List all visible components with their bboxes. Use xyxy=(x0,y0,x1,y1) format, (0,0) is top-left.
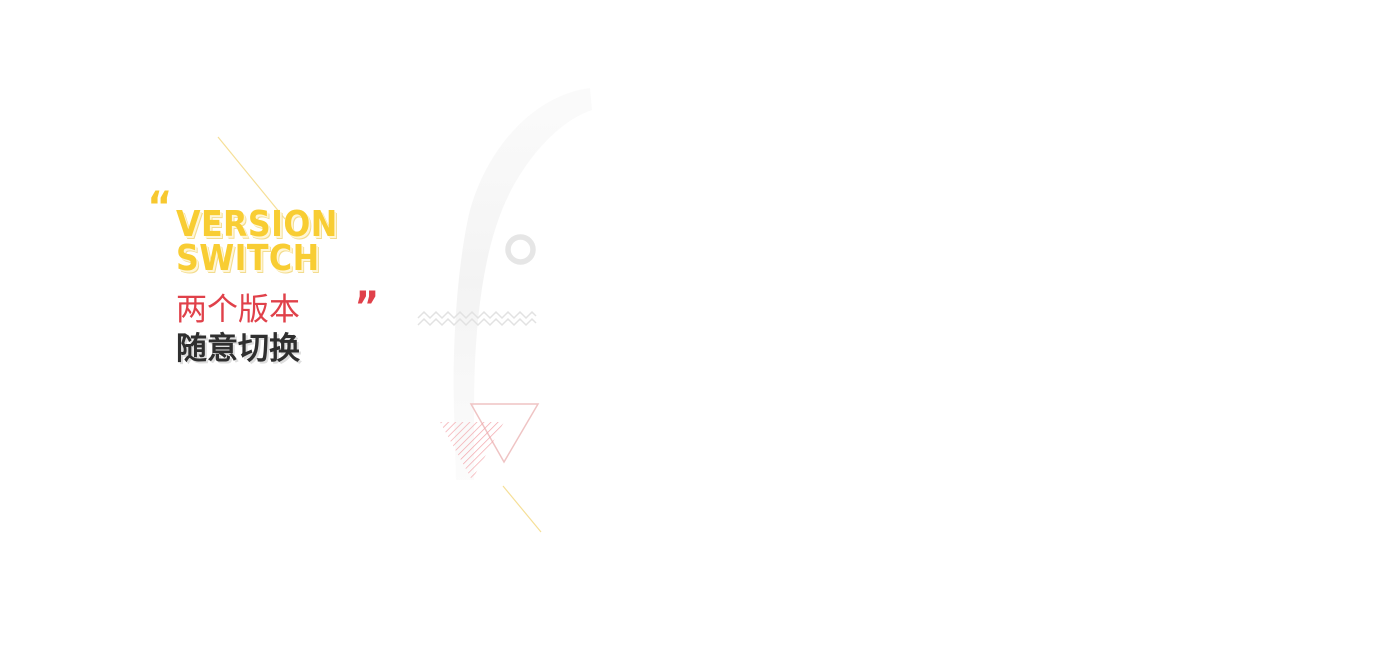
subtitle-two-versions: 两个版本 xyxy=(176,292,300,328)
headline-line-1: VERSION xyxy=(176,204,338,245)
headline-line-2: SWITCH xyxy=(176,238,320,279)
close-quote-icon: ” xyxy=(354,282,380,331)
headline: VERSION SWITCH xyxy=(176,204,338,279)
triangle-outline-icon xyxy=(469,403,540,464)
ring-icon xyxy=(505,234,536,265)
zigzag-icon xyxy=(417,310,537,327)
diagonal-line-decoration xyxy=(502,485,542,533)
open-quote-icon: “ xyxy=(147,182,173,231)
subtitle-switch-freely: 随意切换 xyxy=(176,331,300,367)
swoosh-decoration xyxy=(453,88,592,480)
striped-triangle-icon xyxy=(440,422,504,480)
